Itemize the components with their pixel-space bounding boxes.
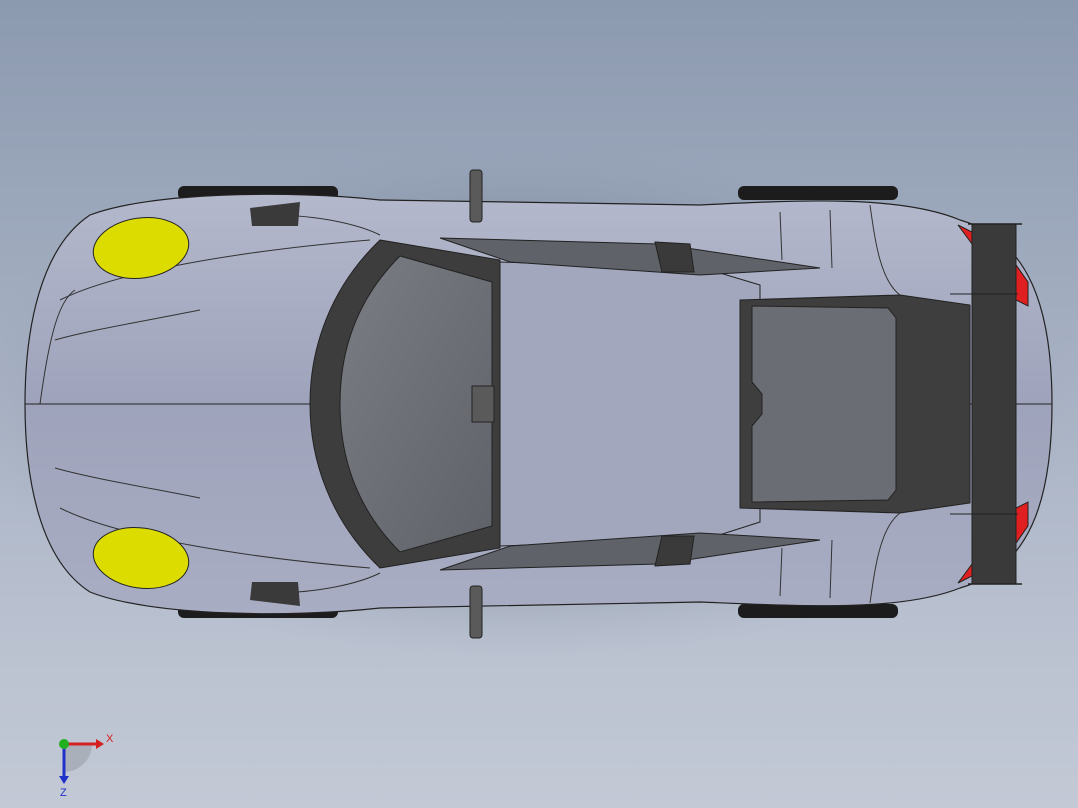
headlight-right: [92, 527, 190, 589]
z-axis-label: Z: [60, 787, 67, 798]
rear-window-glass: [751, 305, 897, 503]
headlight-left: [92, 217, 190, 279]
y-axis-dot-icon: [59, 739, 69, 749]
x-axis-arrow-icon: [96, 739, 104, 749]
reference-triad: X Z: [59, 733, 114, 798]
windshield-glass: [339, 255, 493, 553]
z-axis-arrow-icon: [59, 776, 69, 784]
rear-panel-lines: [779, 204, 901, 604]
hood-panel-lines: [39, 214, 381, 594]
side-windows: [439, 237, 821, 571]
rearview-mirror-mount: [471, 385, 495, 423]
taillights: [957, 224, 1029, 584]
side-mirrors: [469, 169, 483, 639]
fender-vents: [250, 202, 300, 606]
rear-wing: [950, 223, 1022, 585]
triad-shading: [64, 744, 92, 772]
x-axis-label: X: [106, 733, 114, 745]
roof-panel: [499, 261, 761, 547]
